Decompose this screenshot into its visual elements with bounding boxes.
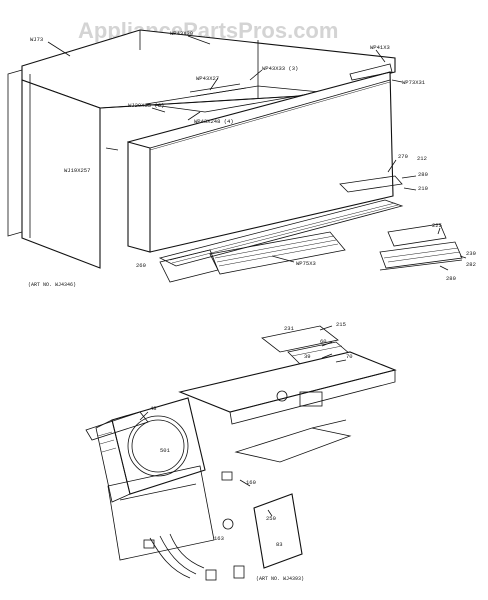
label-280b: 280: [446, 275, 456, 282]
label-501: 501: [160, 447, 171, 454]
label-wp43x30: WP43X30: [170, 30, 193, 37]
label-230: 230: [466, 250, 476, 257]
label-282: 282: [466, 261, 476, 268]
label-160: 160: [246, 479, 256, 486]
label-231: 231: [284, 325, 295, 332]
label-250: 250: [266, 515, 276, 522]
label-wp73x31: WP73X31: [402, 79, 426, 86]
label-60: 60: [320, 338, 327, 345]
label-39: 39: [304, 353, 311, 360]
fan-shroud: [85, 397, 206, 503]
chassis-base: [178, 351, 397, 463]
top-art-number: (ART NO. WJ4346): [28, 282, 76, 288]
label-wp75x3: WP75X3: [296, 260, 316, 267]
label-70: 70: [346, 353, 353, 360]
label-wj19x257: WJ19X257: [64, 167, 90, 174]
label-280a: 280: [418, 171, 428, 178]
label-260: 260: [136, 262, 146, 269]
top-assembly: WJ73 WP43X30 WP43X27 WP43X33 (3) WJ20X35…: [7, 29, 476, 288]
label-wp43x33: WP43X33 (3): [262, 65, 298, 72]
label-83: 83: [276, 541, 283, 548]
label-wp43x27: WP43X27: [196, 75, 219, 82]
label-wj20x35: WJ20X35 (6): [128, 102, 164, 109]
bottom-callout-leaders: [139, 325, 347, 517]
label-48: 48: [150, 405, 157, 412]
front-panel: [127, 63, 394, 253]
intake-grille: [159, 231, 346, 283]
motor-components: [205, 390, 323, 581]
bottom-art-number: (ART NO. WJ4393): [256, 576, 304, 582]
label-212: 212: [417, 155, 427, 162]
label-225: 225: [432, 222, 442, 229]
label-210: 210: [418, 185, 428, 192]
wire-harness: [143, 533, 205, 579]
label-163: 163: [214, 535, 224, 542]
label-wp41x3: WP41X3: [370, 44, 390, 51]
bottom-callout-labels: 231 215 60 39 70 48 501 160 250 163 83: [150, 321, 353, 548]
control-door: [379, 223, 463, 271]
label-wj73: WJ73: [30, 36, 43, 43]
top-callout-labels: WJ73 WP43X30 WP43X27 WP43X33 (3) WJ20X35…: [30, 30, 476, 282]
label-270: 270: [398, 153, 408, 160]
side-panel: [107, 465, 215, 561]
top-callout-leaders: [47, 35, 467, 271]
bottom-assembly: 231 215 60 39 70 48 501 160 250 163 83 (…: [85, 321, 397, 582]
label-wp43x248: WP43X248 (4): [194, 118, 234, 125]
access-panel: [253, 493, 303, 569]
label-215: 215: [336, 321, 346, 328]
